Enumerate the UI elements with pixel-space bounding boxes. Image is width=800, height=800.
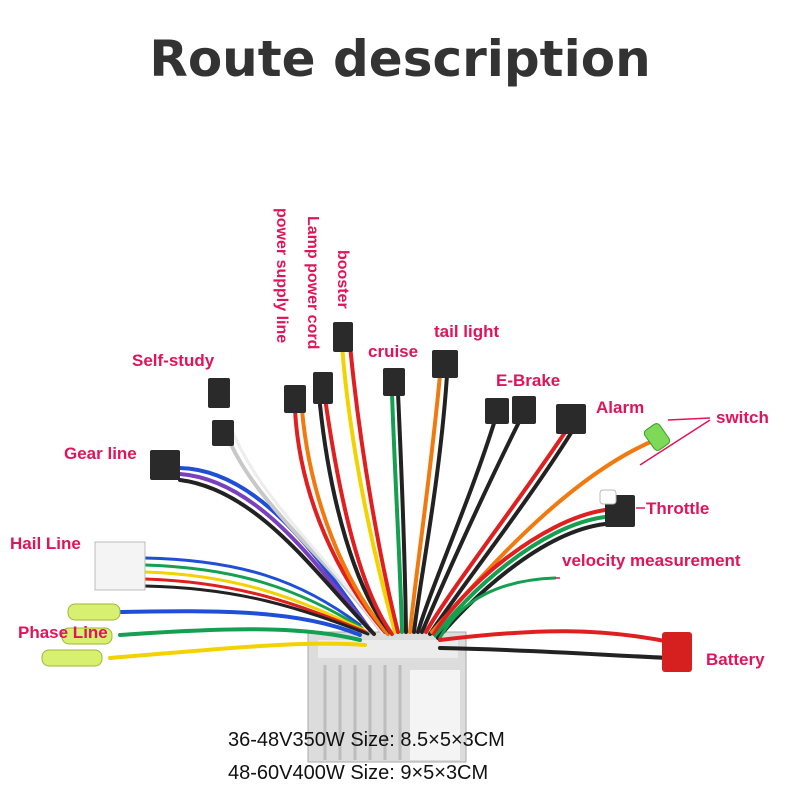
controller-box [307, 631, 467, 763]
battery-label: Battery [706, 650, 765, 669]
spec-size-1: Size: 8.5×5×3CM [350, 729, 505, 751]
spec-line-1: 36-48V350W Size: 8.5×5×3CM [228, 729, 505, 752]
power-supply-line-label: power supply line [273, 208, 290, 344]
alarm-label: Alarm [596, 398, 645, 417]
velocity-measurement-label: velocity measurement [562, 551, 741, 570]
cruise-label: cruise [368, 342, 419, 361]
lamp-power-cord-label: Lamp power cord [304, 216, 321, 350]
switch-label: switch [716, 408, 769, 427]
e-brake-label: E-Brake [496, 371, 561, 390]
page-title: Route description [149, 30, 651, 88]
hail-line-label: Hail Line [10, 534, 81, 553]
self-study-label: Self-study [132, 351, 215, 370]
phase-line-label: Phase Line [18, 623, 108, 642]
throttle-label: Throttle [646, 499, 710, 518]
spec-model-1: 36-48V350W [228, 729, 345, 751]
gear-line-label: Gear line [64, 444, 137, 463]
tail-light-label: tail light [434, 322, 500, 341]
spec-model-2: 48-60V400W [228, 762, 345, 784]
spec-size-2: Size: 9×5×3CM [350, 762, 489, 784]
spec-line-2: 48-60V400W Size: 9×5×3CM [228, 762, 488, 785]
booster-label: booster [334, 250, 351, 309]
